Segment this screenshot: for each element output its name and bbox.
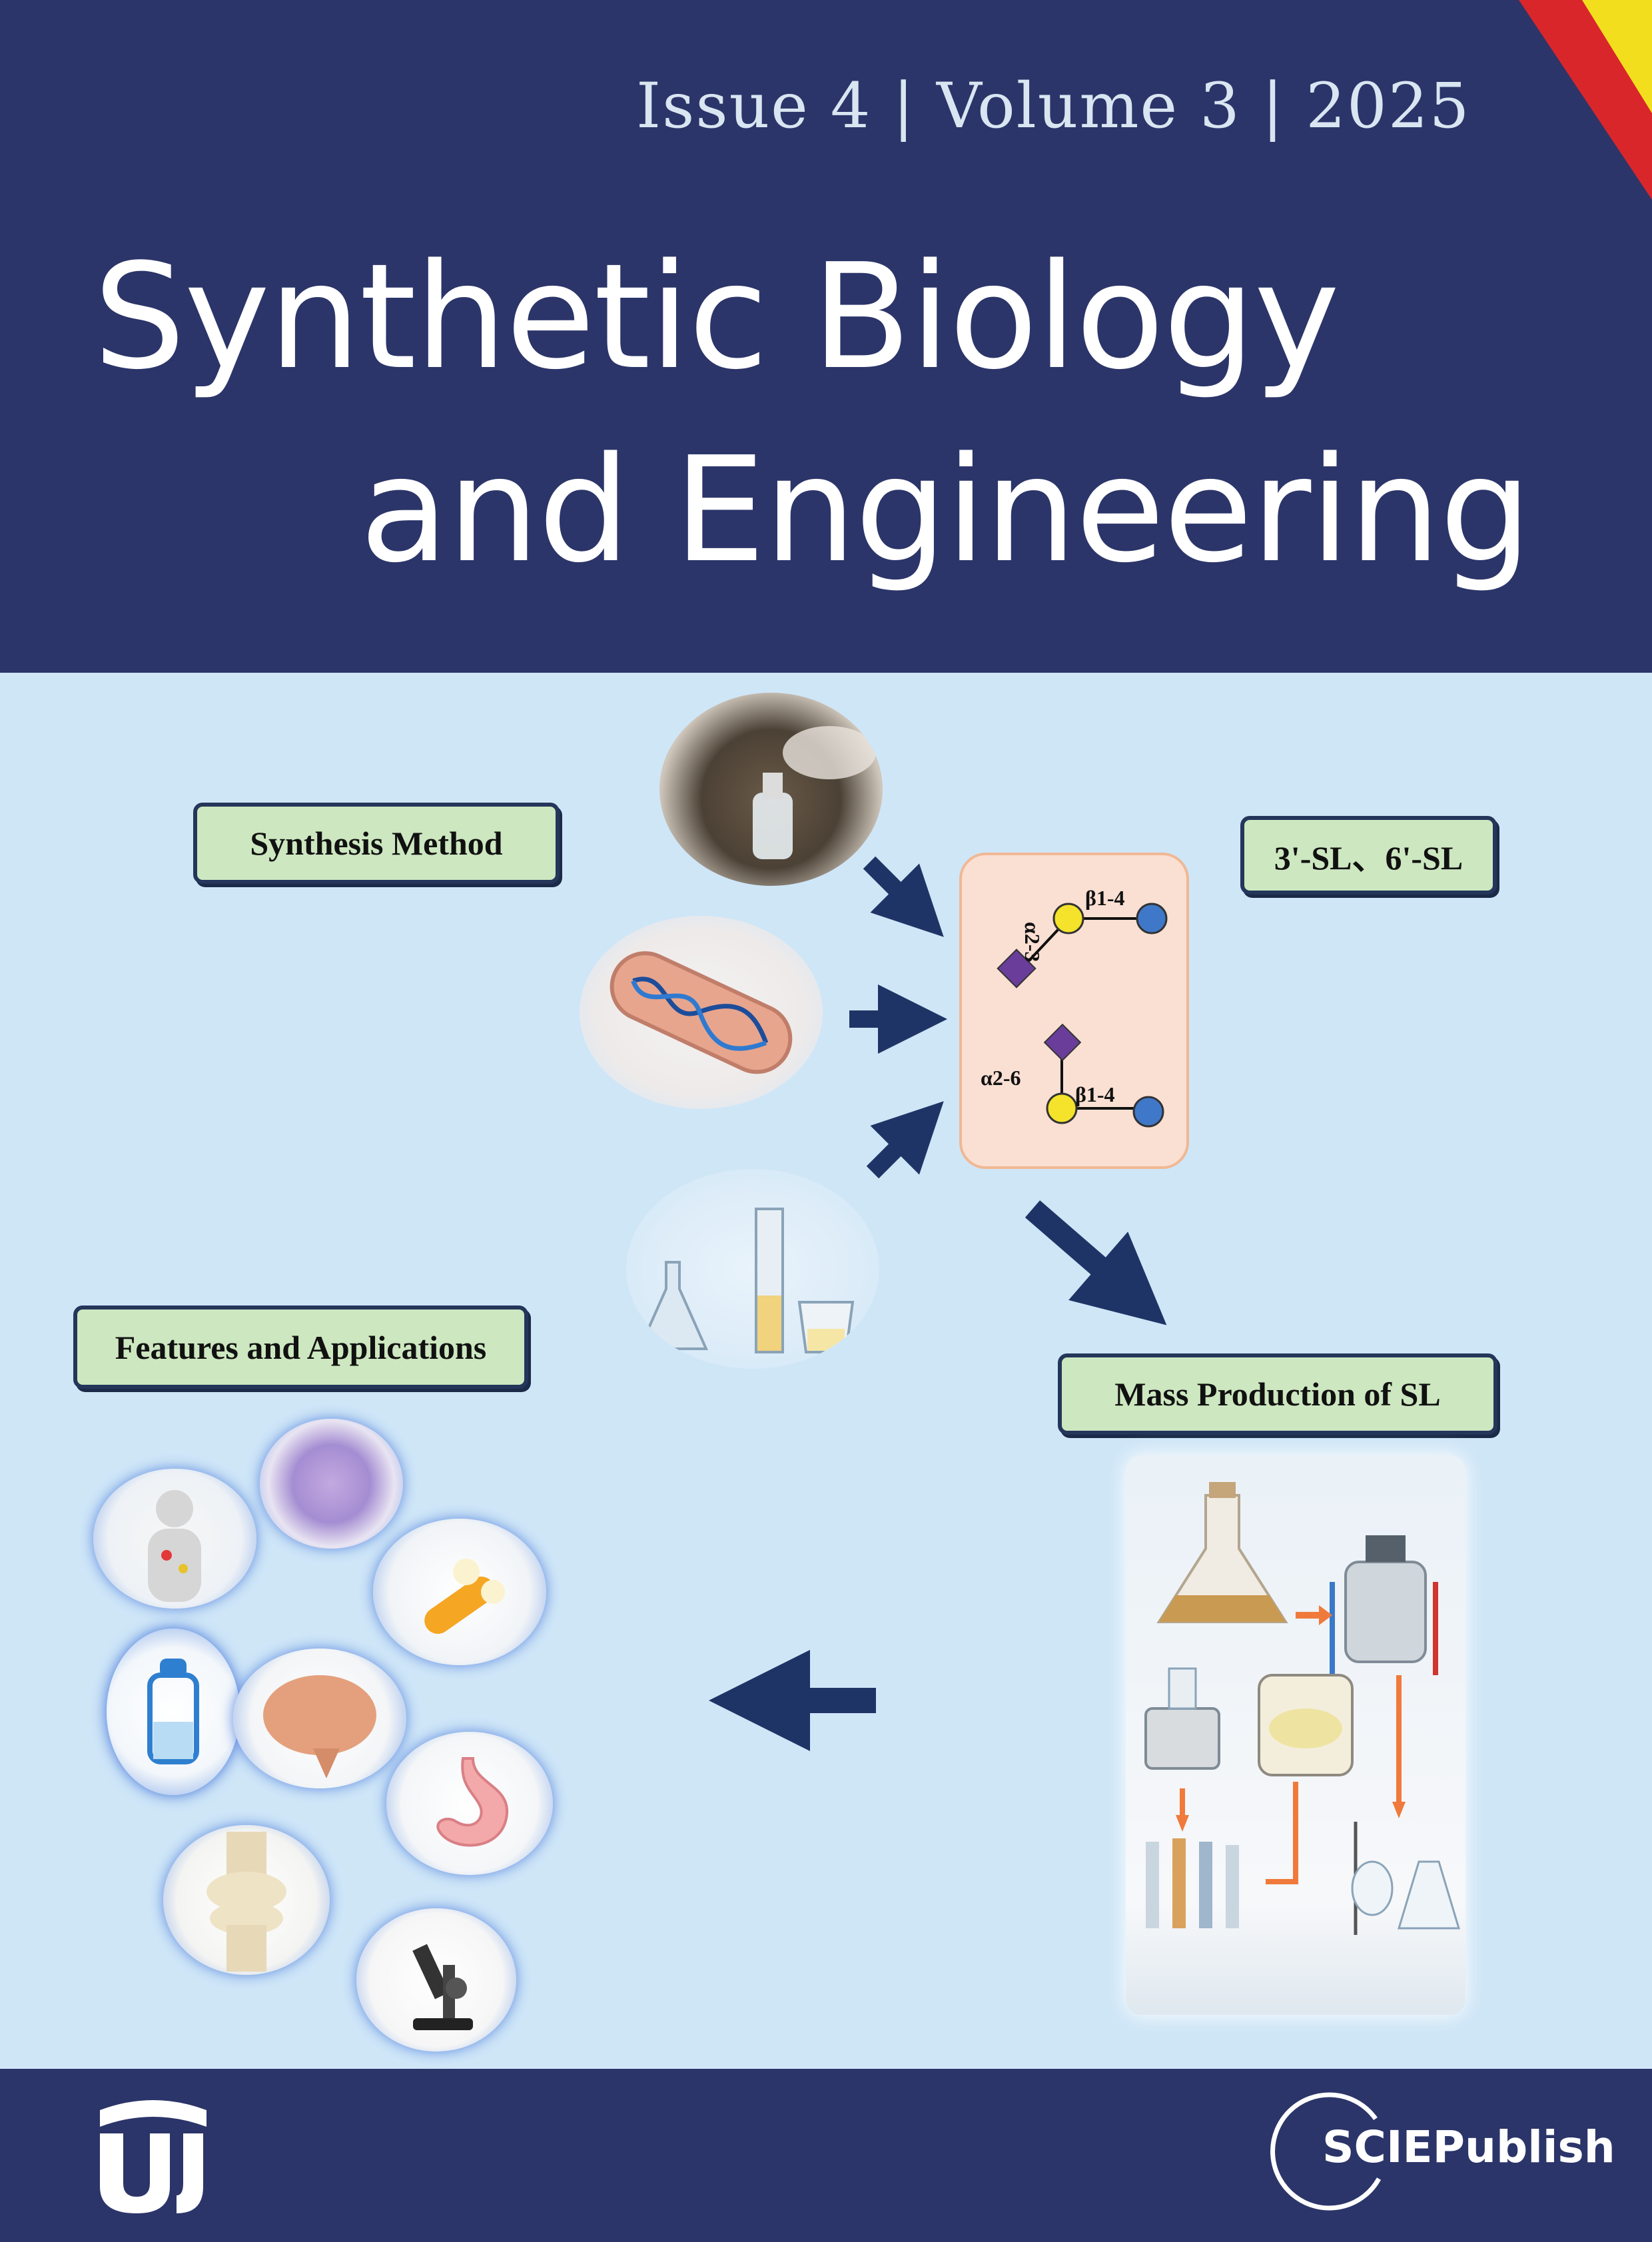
corner-flag-icon: [1519, 0, 1652, 200]
arrow-sl-to-production: [1025, 1200, 1167, 1325]
sialyllactose-structure-box: β1-4 α2-3 α2-6 β1-4: [959, 853, 1189, 1169]
footer-band: [0, 2069, 1652, 2242]
label-features-applications: Features and Applications: [73, 1306, 528, 1389]
brain-icon: [233, 1649, 406, 1788]
linkage-beta-top: β1-4: [1085, 886, 1125, 910]
milk-collection-image: [659, 693, 883, 886]
arrow-milk-to-sl: [863, 856, 944, 937]
arrow-chem-to-sl: [866, 1101, 944, 1179]
sialyllactose-diagram: β1-4 α2-3 α2-6 β1-4: [981, 886, 1168, 1128]
linkage-alpha-top: α2-3: [1021, 922, 1044, 962]
baby-bottle-icon: [107, 1629, 240, 1795]
microscope-icon: [356, 1908, 516, 2052]
publisher-name: SCIEPublish: [1322, 2121, 1615, 2173]
label-sl-types: 3'-SL、6'-SL: [1240, 816, 1497, 895]
human-body-icon: [93, 1469, 256, 1609]
header-band: Issue 4 | Volume 3 | 2025 Synthetic Biol…: [0, 0, 1652, 673]
journal-title-line1: Synthetic Biology: [93, 233, 1340, 402]
label-mass-production: Mass Production of SL: [1058, 1353, 1497, 1435]
label-synthesis-method: Synthesis Method: [193, 803, 560, 884]
linkage-alpha-bottom: α2-6: [981, 1066, 1021, 1090]
sciepublish-logo-icon: [1270, 2092, 1382, 2211]
pills-icon: [373, 1519, 546, 1665]
journal-title-line2: and Engineering: [360, 426, 1531, 595]
linkage-beta-bottom: β1-4: [1075, 1082, 1115, 1106]
university-logo-icon: [100, 2100, 206, 2213]
mass-production-equipment-image: [1126, 1455, 1465, 2015]
issue-volume-year: Issue 4 | Volume 3 | 2025: [636, 70, 1471, 143]
virus-icon: [260, 1419, 403, 1549]
chemical-synthesis-glassware-image: [626, 1169, 879, 1369]
bacterium-dna-image: [580, 916, 823, 1109]
knee-joint-icon: [163, 1825, 330, 1975]
stomach-icon: [386, 1732, 553, 1875]
